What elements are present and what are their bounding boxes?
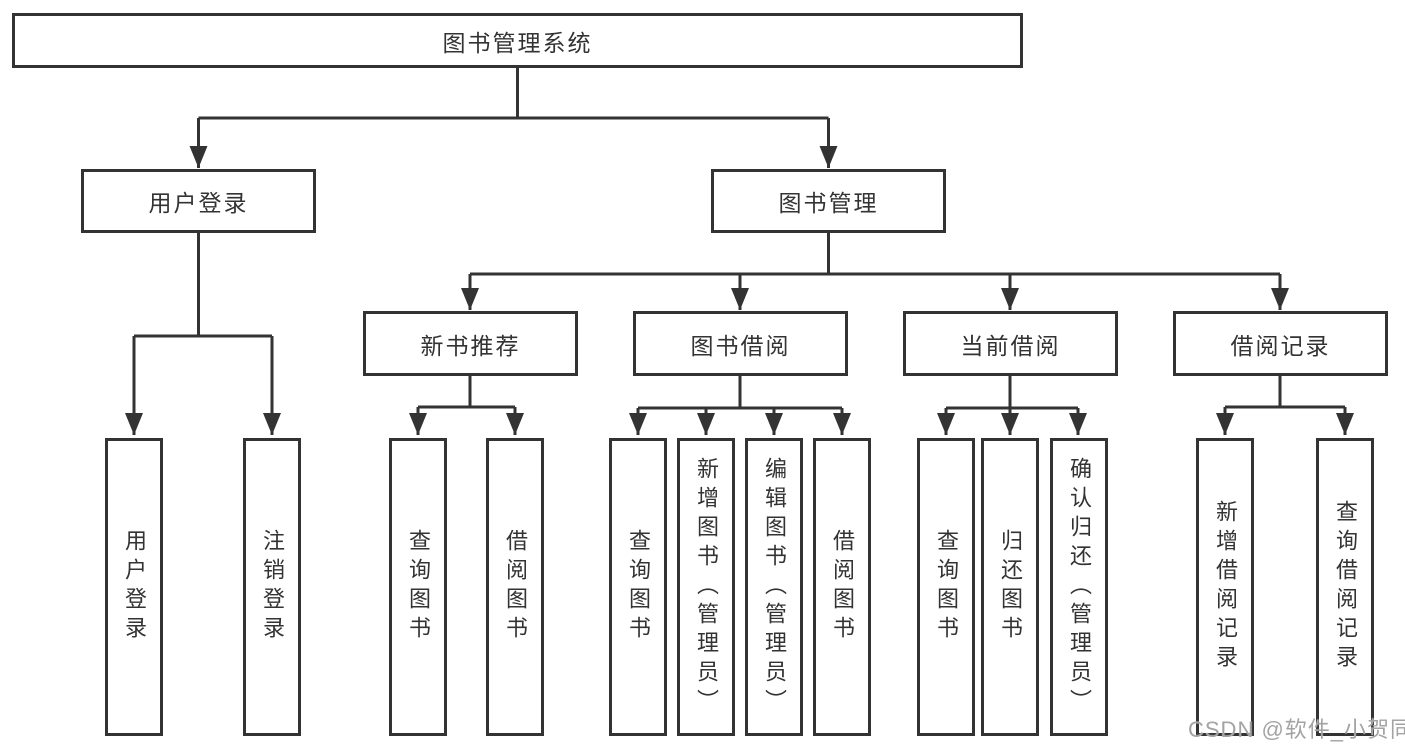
node-records-add-record: 新增借阅记录 [1196, 438, 1254, 736]
connector-new-book-recommend [418, 376, 515, 409]
node-label: 新书推荐 [420, 332, 521, 359]
node-label: 用户登录 [148, 190, 249, 216]
node-label: 图书借阅 [690, 332, 791, 359]
node-leaf-user-login: 用户登录 [105, 438, 163, 736]
node-label: 借阅图书 [830, 529, 855, 645]
node-borrowing-edit-books-admin: 编辑图书（管理员） [745, 438, 803, 736]
node-label: 图书管理系统 [442, 29, 593, 56]
node-label: 查询借阅记录 [1333, 500, 1358, 674]
node-label: 用户登录 [122, 529, 147, 645]
node-recommend-borrow-books: 借阅图书 [486, 438, 544, 736]
watermark-text: CSDN @软件_小贺同学 [1188, 717, 1405, 742]
node-book-management: 图书管理 [711, 169, 946, 233]
node-label: 新增图书（管理员） [694, 456, 719, 718]
node-recommend-query-books: 查询图书 [389, 438, 447, 736]
connector-root [198, 68, 829, 120]
node-book-borrowing: 图书借阅 [633, 311, 848, 376]
node-label: 编辑图书（管理员） [762, 456, 787, 718]
node-current-borrowing: 当前借阅 [903, 311, 1118, 376]
node-borrowing-borrow-books: 借阅图书 [813, 438, 871, 736]
node-label: 新增借阅记录 [1213, 500, 1238, 674]
node-label: 查询图书 [406, 529, 431, 645]
node-current-query-books: 查询图书 [917, 438, 975, 736]
node-label: 图书管理 [778, 190, 879, 216]
node-label: 查询图书 [934, 529, 959, 645]
connector-book-management [470, 233, 1280, 276]
node-library-management-system: 图书管理系统 [12, 13, 1023, 68]
node-current-confirm-return-admin: 确认归还（管理员） [1050, 438, 1108, 736]
connector-current-borrowing [946, 376, 1078, 410]
connector-user-login [134, 233, 272, 338]
node-label: 借阅图书 [503, 529, 528, 645]
node-borrowing-query-books: 查询图书 [609, 438, 667, 736]
node-borrow-records: 借阅记录 [1173, 311, 1388, 376]
node-label: 当前借阅 [960, 332, 1061, 359]
node-borrowing-add-books-admin: 新增图书（管理员） [677, 438, 735, 736]
node-label: 归还图书 [998, 529, 1023, 645]
node-new-book-recommend: 新书推荐 [363, 311, 578, 376]
connector-book-borrowing [638, 376, 842, 410]
node-label: 查询图书 [626, 529, 651, 645]
node-records-query-record: 查询借阅记录 [1316, 438, 1374, 736]
node-leaf-logout: 注销登录 [243, 438, 301, 736]
node-current-return-books: 归还图书 [981, 438, 1039, 736]
node-label: 注销登录 [260, 529, 285, 645]
node-user-login: 用户登录 [81, 169, 316, 233]
node-label: 确认归还（管理员） [1067, 456, 1092, 718]
connector-borrow-records [1225, 376, 1345, 409]
node-label: 借阅记录 [1230, 332, 1331, 359]
